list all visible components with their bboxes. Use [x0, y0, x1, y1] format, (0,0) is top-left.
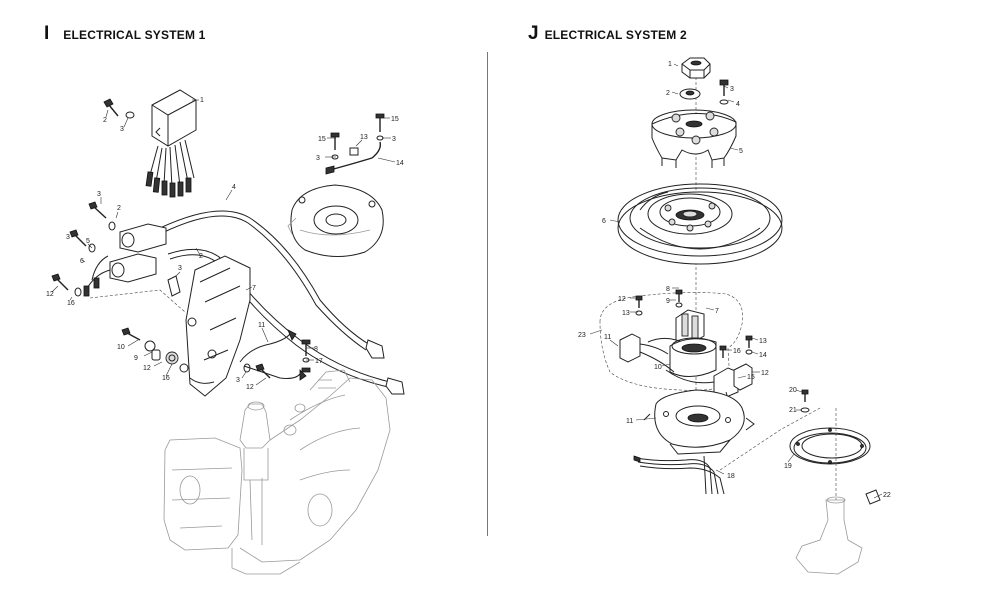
system2-callout-13: 13	[622, 310, 630, 317]
electrical-system-1-panel: I ELECTRICAL SYSTEM 1	[0, 0, 488, 593]
panel-heading: J ELECTRICAL SYSTEM 2	[528, 24, 687, 43]
system2-callout-11: 11	[626, 418, 633, 425]
system1-callout-9: 9	[134, 355, 138, 362]
system1-callout-7: 7	[252, 285, 256, 292]
system1-callout-2: 2	[117, 205, 121, 212]
starter-cup-bolt	[719, 79, 729, 105]
flywheel-washer	[679, 88, 701, 100]
system2-callout-4: 4	[736, 101, 740, 108]
system1-callout-3: 3	[178, 265, 182, 272]
system2-callout-21: 21	[789, 407, 797, 414]
section-letter: J	[528, 23, 539, 44]
system2-callout-9: 9	[666, 298, 670, 305]
system1-callout-3: 3	[316, 155, 320, 162]
system1-callout-3: 3	[97, 191, 101, 198]
system1-callout-17: 17	[315, 358, 323, 365]
system2-callout-20: 20	[789, 387, 797, 394]
system1-callout-3: 3	[120, 126, 124, 133]
section-title: ELECTRICAL SYSTEM 2	[544, 28, 687, 42]
stator-base-plate	[643, 389, 755, 455]
system1-callout-1: 1	[200, 97, 204, 104]
system1-callout-12: 12	[143, 365, 151, 372]
electrical-system-2-diagram: 1342568127913231113161410151220211119182…	[578, 57, 891, 575]
system1-callout-15: 15	[318, 136, 326, 143]
system2-callout-11: 11	[604, 334, 611, 341]
system1-callout-3: 3	[236, 377, 240, 384]
system2-callout-18: 18	[727, 473, 735, 480]
system2-callout-23: 23	[578, 332, 586, 339]
system2-callout-6: 6	[602, 218, 606, 225]
gasket-ring	[789, 427, 871, 465]
system2-callout-12: 12	[761, 370, 769, 377]
section-title: ELECTRICAL SYSTEM 1	[63, 28, 206, 42]
callout-leaders	[51, 99, 396, 386]
system2-callout-1: 1	[668, 61, 672, 68]
system1-callout-14: 14	[396, 160, 404, 167]
system2-callout-2: 2	[666, 90, 670, 97]
system2-callout-14: 14	[759, 352, 767, 359]
stator-base-plate	[287, 184, 384, 257]
system1-callout-16: 16	[67, 300, 75, 307]
section-letter: I	[44, 23, 50, 44]
stator-coil	[669, 309, 717, 377]
gasket-screw	[800, 389, 810, 413]
screw-16-set	[243, 339, 311, 379]
system1-callout-6: 6	[80, 258, 84, 265]
flywheel	[617, 183, 783, 265]
ignition-coils	[83, 223, 186, 313]
system1-callout-2: 2	[199, 253, 203, 260]
pulser-bracket	[325, 113, 385, 175]
panel-heading: I ELECTRICAL SYSTEM 1	[44, 24, 206, 43]
starter-pulley	[651, 109, 737, 168]
panel-divider	[487, 52, 488, 536]
system2-callout-8: 8	[666, 286, 670, 293]
system1-callout-15: 15	[391, 116, 399, 123]
system2-callout-16: 16	[733, 348, 741, 355]
stator-assembly-boundary	[599, 292, 743, 391]
system2-callout-13: 13	[759, 338, 767, 345]
electrical-system-2-panel: J ELECTRICAL SYSTEM 2	[490, 0, 1000, 593]
small-parts-left	[121, 327, 179, 365]
system1-callout-4: 4	[232, 184, 236, 191]
engine-block-outline	[163, 369, 391, 575]
electric-bracket-plate	[167, 255, 251, 397]
wire-harness	[633, 407, 821, 495]
system1-callout-5: 5	[86, 238, 90, 245]
system1-callout-3: 3	[392, 136, 396, 143]
system1-callout-10: 10	[117, 344, 125, 351]
system1-callout-11: 11	[258, 322, 265, 329]
system2-callout-5: 5	[739, 148, 743, 155]
system2-callout-10: 10	[654, 364, 662, 371]
system1-callout-2: 2	[103, 117, 107, 124]
cdi-bolt	[103, 98, 135, 119]
system1-callout-12: 12	[246, 384, 254, 391]
system1-callout-16: 16	[162, 375, 170, 382]
system1-callout-12: 12	[46, 291, 54, 298]
pulser-coil-left	[619, 333, 677, 373]
system1-callout-13: 13	[360, 134, 368, 141]
coil-mounting-bolts	[51, 201, 116, 297]
system1-callout-3: 3	[66, 234, 70, 241]
harness-lead	[239, 329, 307, 381]
spark-plug-cables	[159, 210, 405, 395]
system2-callout-19: 19	[784, 463, 792, 470]
cdi-unit	[145, 89, 197, 198]
system2-callout-3: 3	[730, 86, 734, 93]
electrical-system-1-diagram: 1231515133314432352637121611817109121631…	[46, 89, 405, 575]
system1-callout-8: 8	[314, 346, 318, 353]
system2-callout-7: 7	[715, 308, 719, 315]
flywheel-nut	[681, 57, 711, 79]
system2-callout-15: 15	[747, 374, 755, 381]
callout-leaders	[589, 63, 883, 499]
system2-callout-12: 12	[618, 296, 626, 303]
crankshaft	[795, 408, 881, 575]
system2-callout-22: 22	[883, 492, 891, 499]
